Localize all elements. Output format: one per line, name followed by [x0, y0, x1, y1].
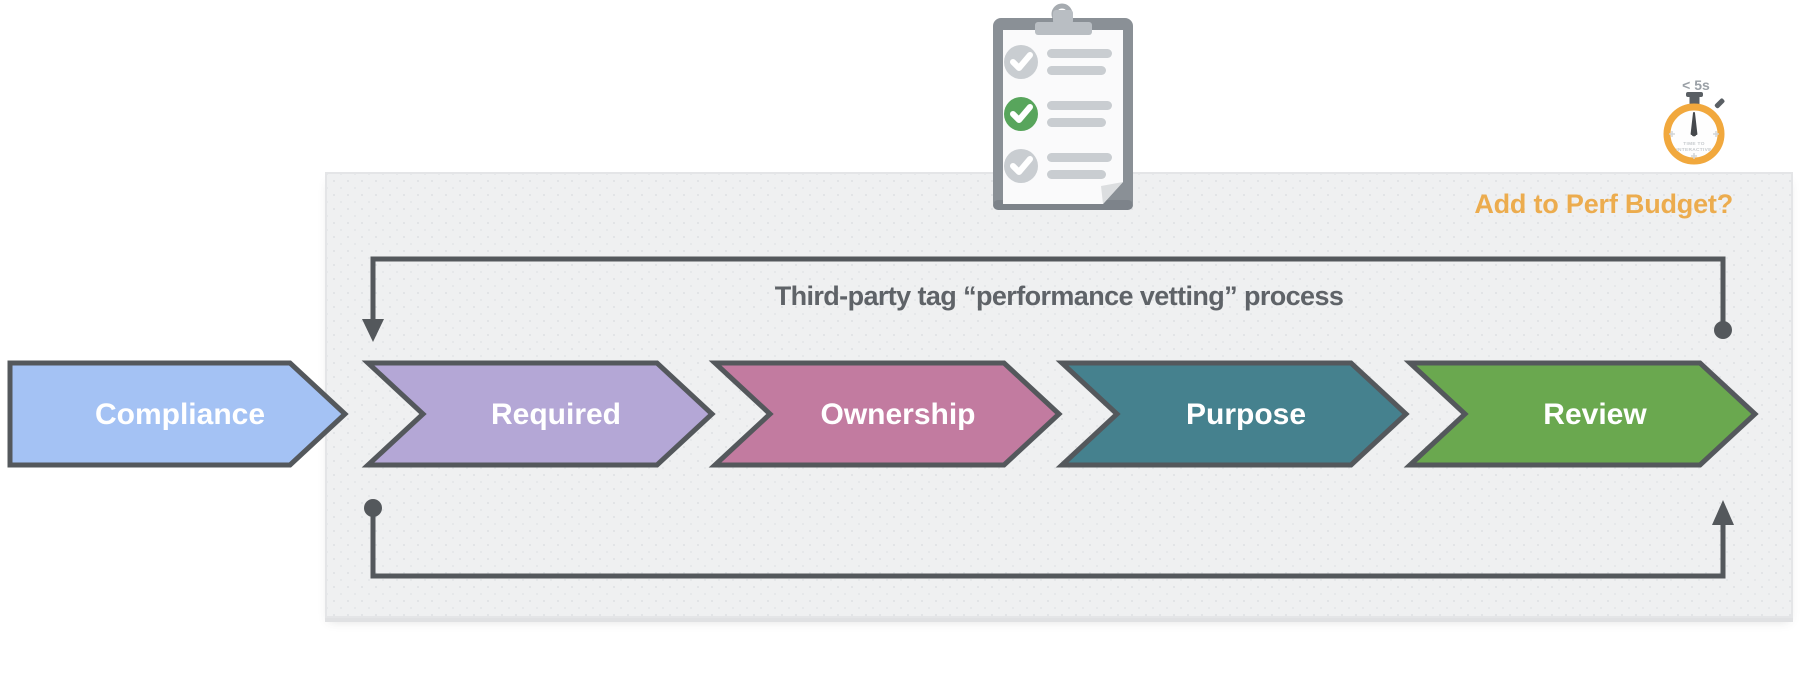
stage-compliance: Compliance [7, 360, 349, 468]
checklist-row-done-green [1004, 97, 1112, 131]
stage-ownership: Ownership [708, 360, 1063, 468]
paper-fold-corner [1101, 182, 1123, 204]
row-text-line [1047, 153, 1112, 162]
stage-purpose-shape [1055, 360, 1410, 468]
checkmark-icon [1010, 52, 1033, 71]
process-title: Third-party tag “performance vetting” pr… [774, 281, 1344, 311]
stage-required-shape [361, 360, 716, 468]
row-text-line [1047, 101, 1112, 110]
stage-required-label: Required [491, 398, 621, 431]
stage-compliance-shape [7, 360, 349, 468]
tick-bottom [1691, 153, 1697, 159]
checklist-clipboard-icon [993, 3, 1133, 210]
row-text-line [1047, 49, 1112, 58]
stopwatch-icon: < 5s TIME TO INTERACTIVE [1663, 77, 1725, 165]
clipboard-clip [1035, 22, 1092, 35]
time-limit-label: < 5s [1682, 77, 1710, 93]
face-line2: INTERACTIVE [1676, 147, 1712, 153]
tick-left [1669, 131, 1675, 137]
loop-arrow-bottom [364, 499, 1734, 579]
stopwatch-knob [1714, 98, 1725, 109]
arrowhead-down-icon [362, 319, 384, 342]
needle-hub [1691, 131, 1697, 137]
arrowhead-up-icon [1712, 500, 1734, 525]
row-text-line [1047, 170, 1106, 179]
stage-purpose-label: Purpose [1186, 398, 1306, 431]
process-chevrons: Compliance Required Ownership Purpose Re… [7, 360, 1759, 468]
stopwatch-crown-stem [1689, 95, 1700, 106]
loop-arrow-top [362, 256, 1732, 342]
checklist-row-done-muted-1 [1004, 45, 1112, 79]
checkmark-icon [1010, 156, 1033, 175]
loop-top-origin-dot [1714, 321, 1732, 339]
stage-purpose: Purpose [1055, 360, 1410, 468]
checklist-row-done-muted-2 [1004, 149, 1112, 183]
clipboard-clip-neck [1053, 10, 1073, 24]
loop-top-path [370, 256, 1726, 330]
face-line1: TIME TO [1683, 141, 1704, 147]
loop-bottom-origin-dot [364, 499, 382, 517]
checkmark-icon [1010, 104, 1033, 123]
loop-bottom-path [370, 508, 1726, 579]
tick-right [1713, 131, 1719, 137]
perf-budget-label: Add to Perf Budget? [1474, 189, 1733, 219]
stage-ownership-shape [708, 360, 1063, 468]
stage-review-shape [1403, 360, 1759, 468]
stage-compliance-label: Compliance [95, 398, 265, 431]
stage-review-label: Review [1543, 398, 1647, 431]
stage-ownership-label: Ownership [820, 398, 975, 431]
row-text-line [1047, 118, 1106, 127]
stage-required: Required [361, 360, 716, 468]
stage-review: Review [1403, 360, 1759, 468]
row-text-line [1047, 66, 1106, 75]
